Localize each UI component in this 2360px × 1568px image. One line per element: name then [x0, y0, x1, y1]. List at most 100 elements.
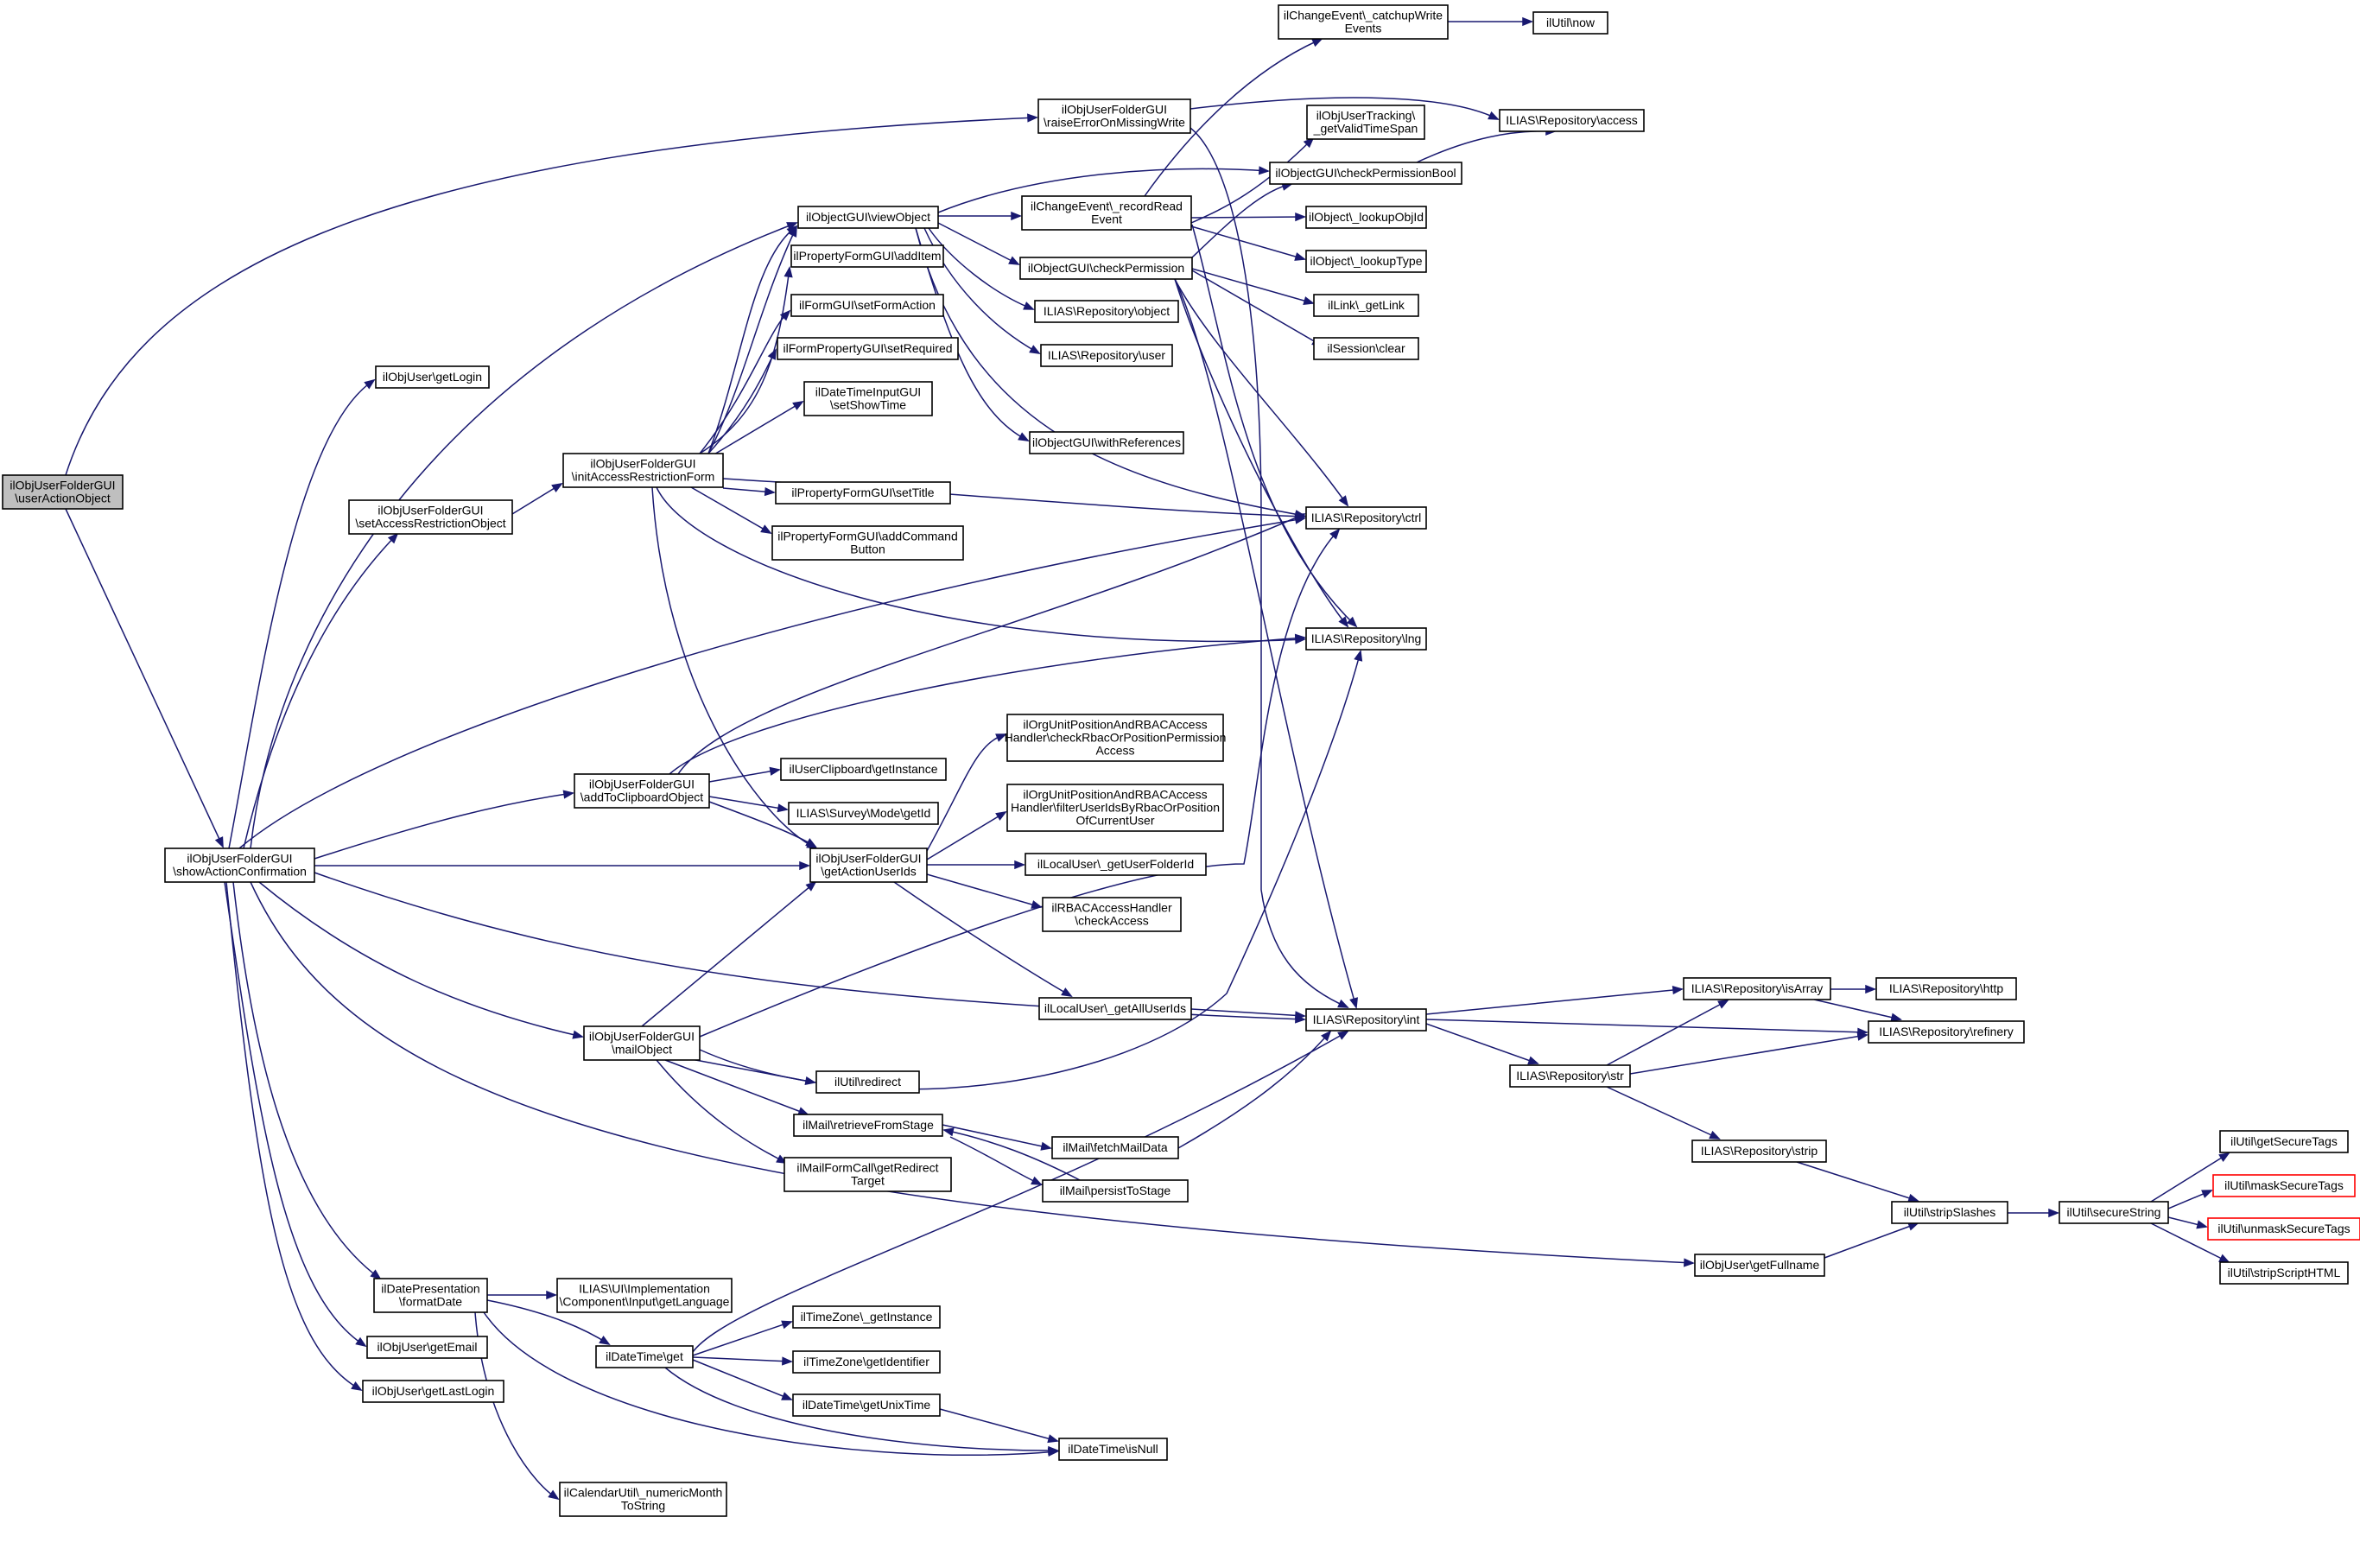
node-box [1019, 257, 1193, 280]
graph-node[interactable]: ilObjUserFolderGUI\userActionObject [2, 474, 124, 510]
edge-to-n13 [1177, 1030, 1332, 1149]
graph-node[interactable]: ILIAS\Repository\refinery [1868, 1020, 2025, 1044]
graph-node[interactable]: ILIAS\Repository\http [1875, 977, 2017, 1000]
graph-node[interactable]: ilUtil\redirect [815, 1070, 920, 1094]
graph-node[interactable]: ilObjUserFolderGUI\initAccessRestriction… [562, 453, 724, 488]
graph-node[interactable]: ilUtil\now [1532, 11, 1608, 35]
graph-node[interactable]: ilObjUserTracking\_getValidTimeSpan [1306, 105, 1425, 140]
graph-node[interactable]: ilObjUser\getFullname [1694, 1254, 1825, 1277]
graph-node[interactable]: ILIAS\Repository\ctrl [1305, 506, 1427, 530]
graph-node[interactable]: ilObjUserFolderGUI\getActionUserIds [809, 847, 928, 883]
graph-node[interactable]: ilDateTimeInputGUI\setShowTime [803, 381, 933, 416]
arrowhead [777, 803, 789, 813]
graph-node[interactable]: ilUtil\stripScriptHTML [2219, 1261, 2349, 1285]
edge-to-n55 [722, 487, 777, 497]
graph-node[interactable]: ilUtil\getSecureTags [2219, 1130, 2349, 1153]
graph-node[interactable]: ilFormGUI\setFormAction [790, 294, 944, 317]
graph-node[interactable]: ilObjUserFolderGUI\addToClipboardObject [574, 773, 710, 809]
graph-node[interactable]: ilLink\_getLink [1313, 294, 1419, 317]
graph-node[interactable]: ilLocalUser\_getAllUserIds [1038, 997, 1192, 1020]
edge-to-n1 [65, 113, 1039, 476]
node-box [1305, 627, 1427, 651]
graph-node[interactable]: ILIAS\Repository\int [1305, 1008, 1427, 1032]
arrowhead [1040, 1141, 1052, 1151]
graph-node[interactable]: ilObjUserFolderGUI\raiseErrorOnMissingWr… [1037, 98, 1191, 134]
graph-node[interactable]: ilPropertyFormGUI\setTitle [775, 481, 951, 505]
graph-node[interactable]: ilSession\clear [1313, 337, 1419, 360]
graph-node[interactable]: ilObjectGUI\checkPermission [1019, 257, 1193, 280]
graph-node[interactable]: ilMail\retrieveFromStage [793, 1114, 943, 1137]
graph-node[interactable]: ilObject\_lookupType [1305, 250, 1427, 273]
graph-node[interactable]: ILIAS\UI\Implementation\Component\Input\… [556, 1278, 733, 1313]
graph-node[interactable]: ilMail\persistToStage [1042, 1179, 1189, 1203]
graph-node[interactable]: ilOrgUnitPositionAndRBACAccessHandler\fi… [1006, 784, 1224, 832]
node-label: Target [851, 1174, 885, 1188]
node-box [1691, 1139, 1827, 1163]
node-label: \Component\Input\getLanguage [560, 1295, 730, 1309]
node-box [777, 337, 959, 360]
graph-node[interactable]: ILIAS\Repository\user [1040, 344, 1173, 367]
edge-to-n17 [250, 222, 798, 849]
graph-node[interactable]: ilDateTime\isNull [1058, 1438, 1168, 1461]
graph-node[interactable]: ilDateTime\get [595, 1345, 694, 1368]
node-label: ilMail\retrieveFromStage [803, 1118, 934, 1132]
edge-to-n62 [1191, 181, 1293, 258]
graph-node[interactable]: ILIAS\Repository\strip [1691, 1139, 1827, 1163]
graph-node[interactable]: ilFormPropertyGUI\setRequired [777, 337, 959, 360]
arrowhead [797, 1107, 809, 1115]
graph-node[interactable]: ilObjUserFolderGUI\showActionConfirmatio… [164, 847, 315, 883]
graph-node[interactable]: ilObjectGUI\viewObject [797, 206, 939, 229]
graph-node[interactable]: ilRBACAccessHandler\checkAccess [1042, 897, 1182, 932]
graph-node[interactable]: ilMail\fetchMailData [1051, 1136, 1179, 1159]
arrowhead [1338, 616, 1349, 628]
node-box [373, 1278, 488, 1313]
graph-node[interactable]: ilTimeZone\getIdentifier [792, 1350, 941, 1374]
graph-node[interactable]: ilLocalUser\_getUserFolderId [1025, 853, 1207, 876]
graph-node[interactable]: ilObject\_lookupObjId [1305, 206, 1427, 229]
node-label: ilObjectGUI\viewObject [806, 210, 930, 224]
graph-node[interactable]: ILIAS\Repository\lng [1305, 627, 1427, 651]
graph-node[interactable]: ilObjUser\getLogin [375, 365, 490, 389]
graph-node[interactable]: ILIAS\Repository\access [1499, 109, 1645, 132]
graph-node[interactable]: ilPropertyFormGUI\addItem [790, 244, 944, 268]
graph-node[interactable]: ilDateTime\getUnixTime [792, 1393, 941, 1417]
node-box [1868, 1020, 2025, 1044]
graph-node[interactable]: ilUserClipboard\getInstance [780, 758, 947, 781]
graph-node[interactable]: ILIAS\Repository\object [1034, 300, 1179, 323]
node-label: ilDateTimeInputGUI [815, 385, 921, 399]
graph-node[interactable]: ilUtil\secureString [2059, 1201, 2169, 1224]
graph-node[interactable]: ilDatePresentation\formatDate [373, 1278, 488, 1313]
graph-node[interactable]: ilTimeZone\_getInstance [792, 1305, 941, 1329]
graph-node[interactable]: ilObjectGUI\checkPermissionBool [1269, 162, 1462, 185]
node-label: ilObjUser\getEmail [377, 1340, 478, 1354]
edge-to-n46 [690, 1058, 816, 1086]
node-label: ilObjUserTracking\ [1316, 109, 1416, 123]
node-label: ilDateTime\getUnixTime [803, 1398, 931, 1412]
graph-node[interactable]: ilObjUser\getEmail [366, 1336, 488, 1359]
graph-node[interactable]: ilOrgUnitPositionAndRBACAccessHandler\ch… [1005, 714, 1227, 762]
arrowhead [1337, 999, 1349, 1008]
edge-to-n63 [1190, 212, 1307, 222]
graph-node[interactable]: ilObjectGUI\withReferences [1029, 431, 1184, 454]
edge-to-n19 [708, 766, 781, 783]
graph-node[interactable]: ilUtil\unmaskSecureTags [2207, 1217, 2360, 1241]
node-label: \showActionConfirmation [173, 865, 307, 879]
node-box [792, 1393, 941, 1417]
graph-node[interactable]: ILIAS\Repository\str [1509, 1064, 1631, 1088]
edge-to-n32 [692, 1359, 793, 1400]
graph-node[interactable]: ilObjUserFolderGUI\setAccessRestrictionO… [348, 499, 513, 535]
graph-node[interactable]: ilUtil\maskSecureTags [2212, 1174, 2356, 1197]
graph-node[interactable]: ilObjUserFolderGUI\mailObject [583, 1025, 701, 1061]
graph-node[interactable]: ilUtil\stripSlashes [1891, 1201, 2008, 1224]
arrowhead [1294, 252, 1306, 261]
graph-node[interactable]: ilObjUser\getLastLogin [362, 1380, 504, 1403]
node-box [1040, 344, 1173, 367]
graph-node[interactable]: ILIAS\Repository\isArray [1683, 977, 1831, 1000]
graph-node[interactable]: ILIAS\Survey\Mode\getId [788, 802, 939, 825]
node-box [1021, 195, 1192, 231]
